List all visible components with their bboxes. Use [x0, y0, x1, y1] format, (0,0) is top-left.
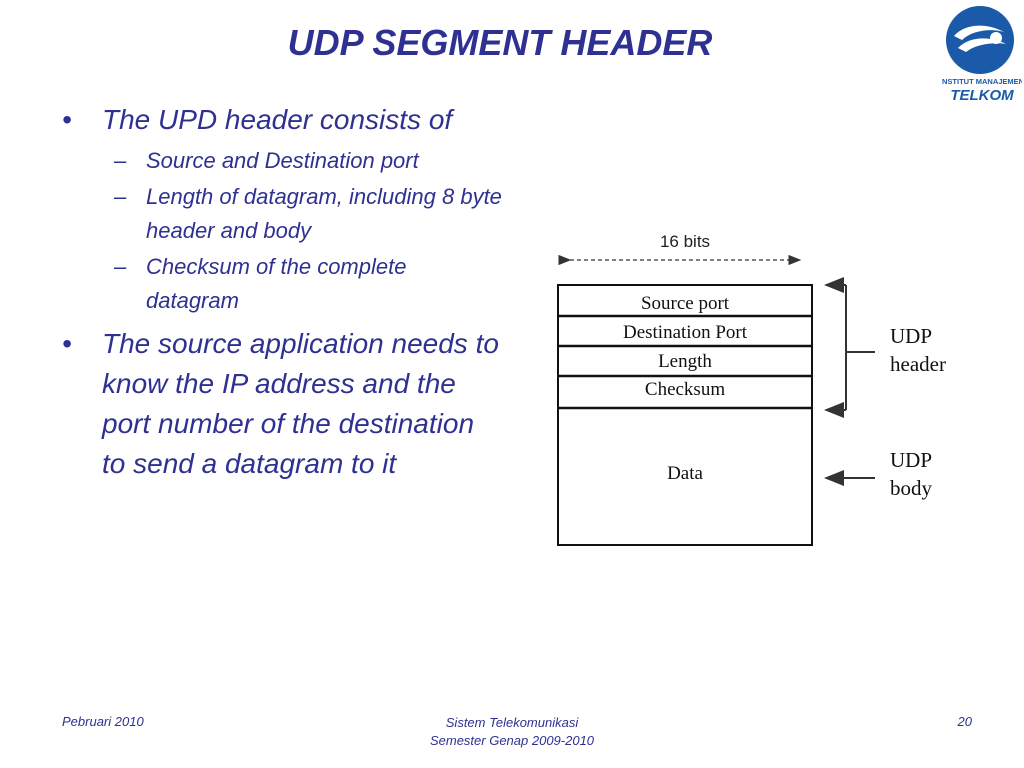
udp-header-label-line1: UDP: [890, 324, 932, 348]
field-source-port: Source port: [641, 293, 730, 314]
bullet-item: • The UPD header consists of: [62, 100, 502, 140]
field-length: Length: [658, 351, 712, 372]
bullet-list: • The UPD header consists of – Source an…: [62, 100, 502, 488]
sub-bullet-text: Source and Destination port: [146, 148, 419, 173]
udp-header-diagram: 16 bits Source port Destination Port Len…: [557, 232, 946, 546]
sub-bullet-item: – Source and Destination port: [62, 144, 502, 178]
logo-text-line2: TELKOM: [950, 87, 1014, 104]
sub-bullet-text: Checksum of the complete datagram: [146, 254, 407, 313]
sub-bullet-item: – Checksum of the complete datagram: [62, 250, 502, 318]
sub-bullet-mark: –: [114, 148, 127, 173]
page-number: 20: [957, 714, 972, 729]
bullet-text: The UPD header consists of: [102, 104, 453, 135]
bullet-mark: •: [62, 328, 72, 359]
footer-course: Sistem Telekomunikasi Semester Genap 200…: [412, 714, 612, 750]
segment-box: [557, 284, 813, 546]
field-checksum: Checksum: [645, 379, 725, 400]
sub-bullet-text: Length of datagram, including 8 byte hea…: [146, 184, 502, 243]
slide-footer: Pebruari 2010 Sistem Telekomunikasi Seme…: [0, 708, 1024, 768]
field-data: Data: [667, 463, 703, 484]
bullet-item: • The source application needs to know t…: [62, 324, 502, 484]
udp-body-label-line2: body: [890, 476, 933, 500]
sub-bullet-mark: –: [114, 254, 127, 279]
slide-title: UDP SEGMENT HEADER: [287, 22, 713, 63]
bullet-mark: •: [62, 104, 72, 135]
logo-text-line1: INSTITUT MANAJEMEN: [942, 77, 1022, 86]
udp-body-label-line1: UDP: [890, 448, 932, 472]
footer-course-line2: Semester Genap 2009-2010: [429, 733, 595, 748]
bullet-text: The source application needs to know the…: [102, 328, 499, 479]
sub-bullet-mark: –: [114, 184, 127, 209]
sub-bullet-item: – Length of datagram, including 8 byte h…: [62, 180, 502, 248]
telkom-logo: INSTITUT MANAJEMEN TELKOM: [942, 6, 1022, 104]
bit-width-label: 16 bits: [660, 232, 710, 251]
footer-date: Pebruari 2010: [62, 714, 144, 729]
udp-header-label-line2: header: [890, 352, 946, 376]
footer-course-line1: Sistem Telekomunikasi: [445, 715, 579, 730]
field-destination-port: Destination Port: [623, 322, 748, 343]
